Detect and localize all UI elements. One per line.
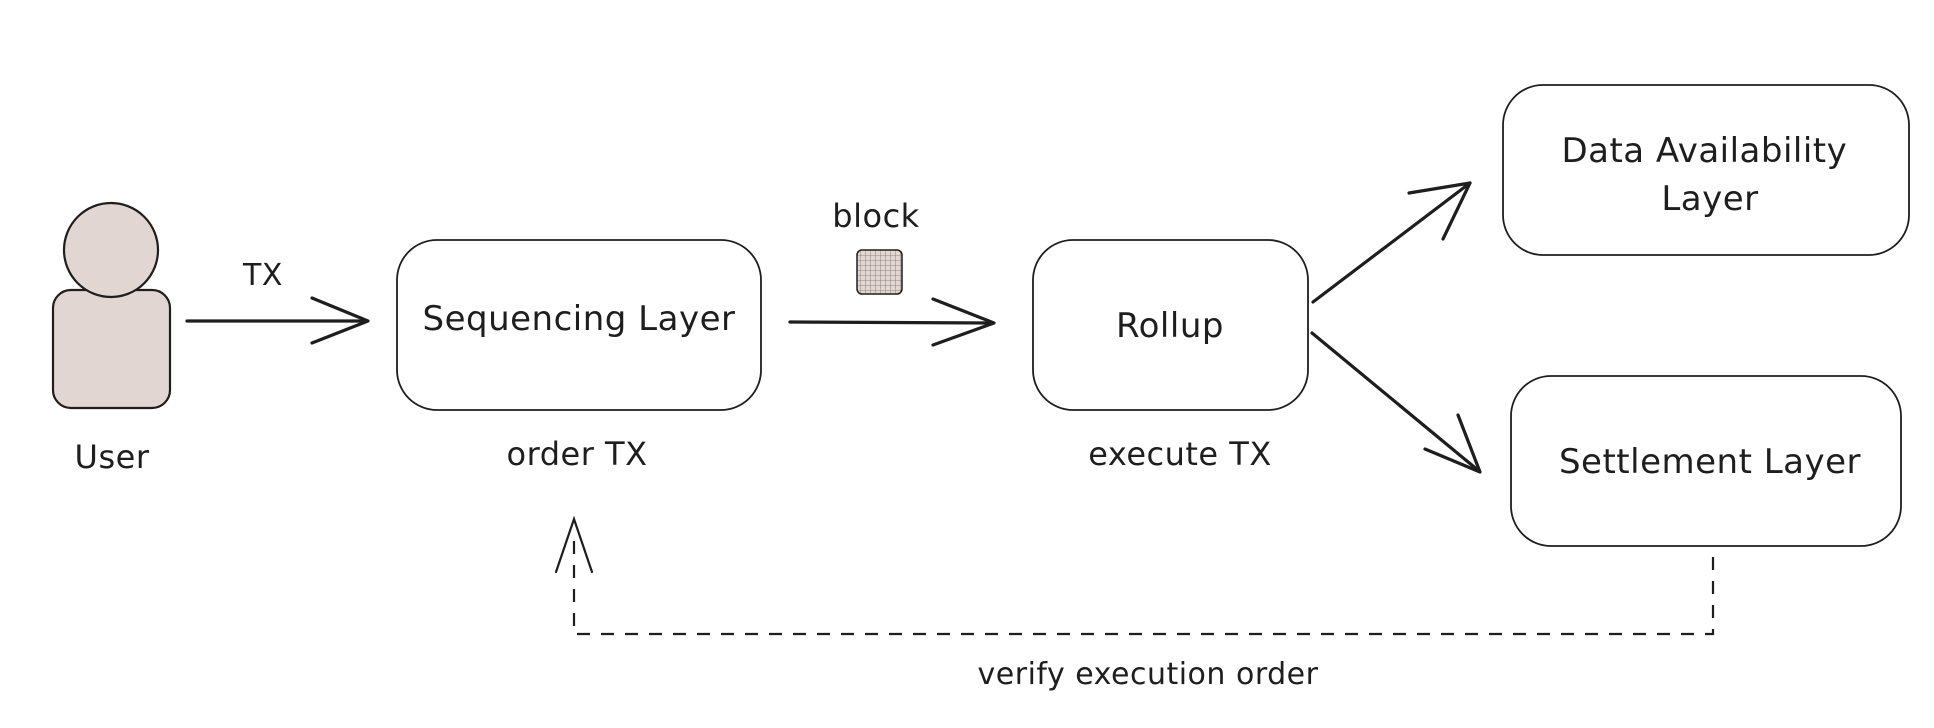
data-availability-label: Data Availability Layer (1561, 131, 1858, 219)
arrow-user-to-sequencing (185, 296, 370, 345)
user-head (62, 201, 160, 299)
rollup-label: Rollup (1116, 306, 1224, 346)
sequencing-layer-box (396, 239, 762, 411)
rollup-caption: execute TX (1088, 435, 1272, 473)
arrow-rollup-to-settlement (1310, 331, 1482, 474)
settlement-layer-label: Settlement Layer (1559, 442, 1861, 482)
rollup-box (1032, 239, 1309, 411)
user-label: User (75, 438, 150, 476)
arrow-settlement-to-sequencing (554, 515, 1715, 636)
data-availability-layer-box (1502, 84, 1910, 256)
data-availability-label-line2: Layer (1661, 179, 1758, 219)
arrow-sequencing-to-rollup (788, 297, 996, 347)
data-availability-label-line1: Data Availability (1561, 131, 1847, 171)
tx-edge-label: TX (242, 258, 283, 293)
verify-edge-label: verify execution order (978, 657, 1319, 692)
block-icon (856, 249, 903, 295)
settlement-layer-box (1510, 375, 1902, 547)
sequencing-layer-caption: order TX (507, 435, 648, 473)
sequencing-layer-label: Sequencing Layer (423, 299, 736, 339)
arrow-rollup-to-data-availability (1311, 181, 1472, 304)
user-icon (51, 201, 172, 410)
block-edge-label: block (832, 197, 919, 235)
user-body (51, 288, 172, 410)
